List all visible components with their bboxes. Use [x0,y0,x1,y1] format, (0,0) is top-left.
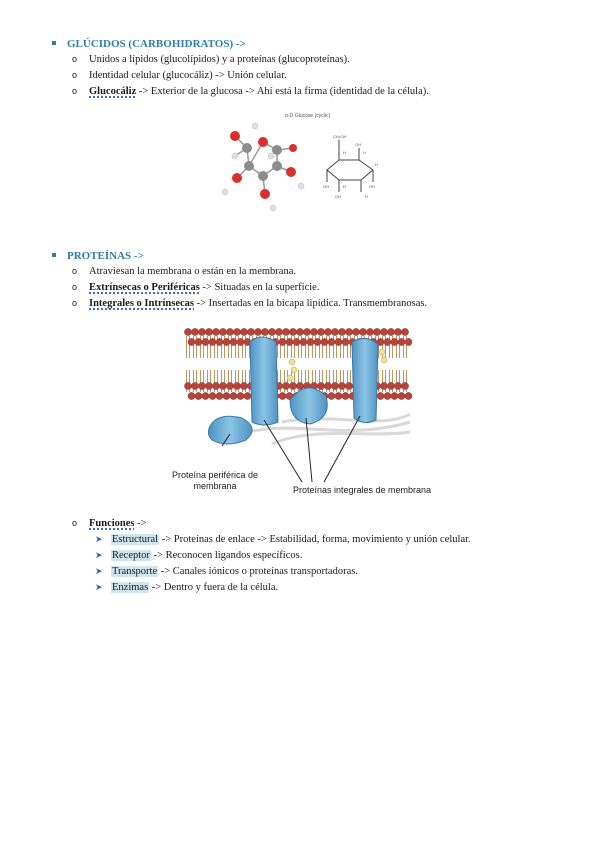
phospholipid-head [401,382,409,390]
glucose-figure-label: α-D-Glucose (cyclic) [285,113,330,119]
arrowhead-bullet-icon: ➤ [95,583,103,593]
section-heading-glucidos: GLÚCIDOS (CARBOHIDRATOS) -> [52,38,246,50]
square-bullet-icon [52,41,56,45]
ring-label: H [365,194,368,199]
ring-label: OH [323,184,329,189]
ring-label: H [343,150,346,155]
arrowhead-bullet-icon: ➤ [95,551,103,561]
caption-peripheral-protein: Proteína periférica de membrana [171,470,259,491]
phospholipid-head [401,328,409,336]
ring-label: H [343,184,346,189]
ring-label: H [363,150,366,155]
list-item: ➤Receptor -> Reconocen ligandos específi… [95,550,303,561]
arrowhead-bullet-icon: ➤ [95,535,103,545]
figure-pointer-lines [263,415,361,483]
section-heading-proteinas: PROTEÍNAS -> [52,250,144,262]
circle-bullet-icon: o [72,70,78,80]
ring-label: CH₂OH [333,134,346,139]
circle-bullet-icon: o [72,282,78,292]
ring-label: OH [355,142,361,147]
ring-label: H [375,162,378,167]
list-item: ➤Enzimas -> Dentro y fuera de la célula. [95,582,279,593]
cell-membrane-figure [184,328,412,446]
phospholipid-head [404,392,412,400]
circle-bullet-icon: o [72,298,78,308]
list-item: ➤Transporte -> Canales iónicos o proteín… [95,566,358,577]
glucose-molecule-figure: α-D-Glucose (cyclic) CH₂OH [221,113,378,212]
caption-integral-proteins: Proteínas integrales de membrana [292,485,432,495]
ring-label: OH [369,184,375,189]
circle-bullet-icon: o [72,54,78,64]
phospholipid-head [404,338,412,346]
arrowhead-bullet-icon: ➤ [95,567,103,577]
square-bullet-icon [52,253,56,257]
ring-label: OH [335,194,341,199]
list-item: ➤Estructural -> Proteínas de enlace -> E… [95,534,471,545]
circle-bullet-icon: o [72,86,78,96]
circle-bullet-icon: o [72,518,78,528]
circle-bullet-icon: o [72,266,78,276]
